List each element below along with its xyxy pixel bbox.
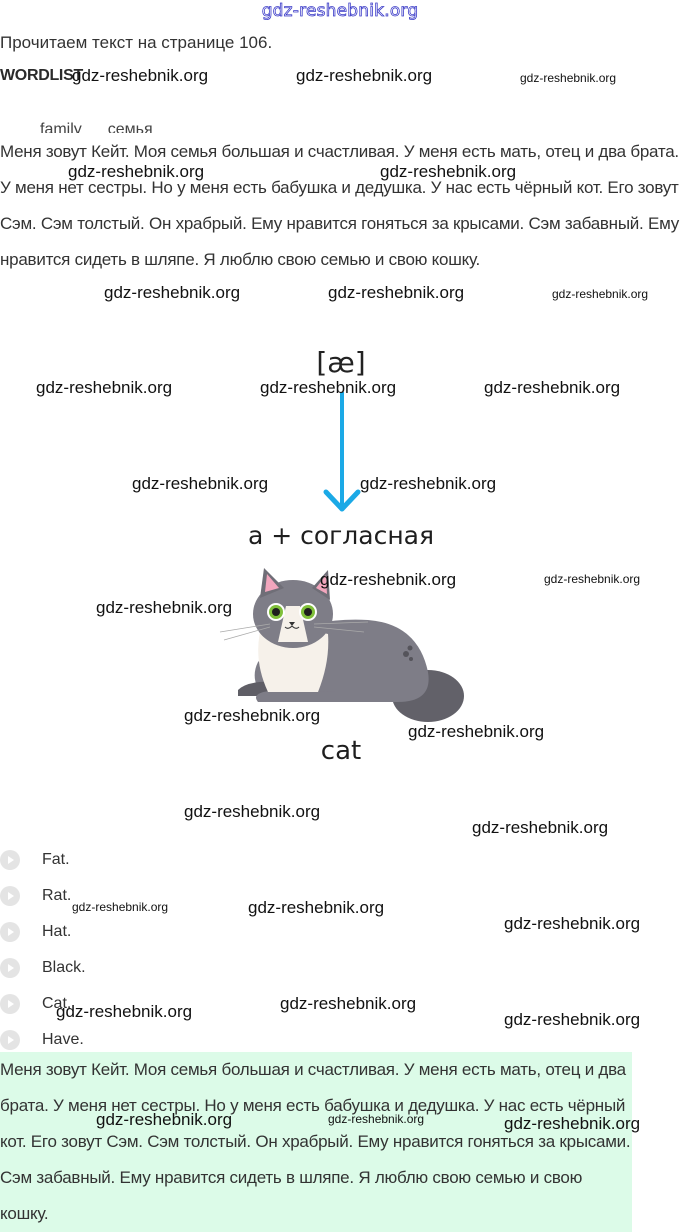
play-audio-icon[interactable]	[0, 1030, 20, 1050]
watermark: gdz-reshebnik.org	[260, 378, 397, 397]
cat-illustration	[219, 568, 464, 722]
word-item: Hat.	[0, 914, 86, 950]
watermark: gdz-reshebnik.org	[248, 898, 385, 917]
intro-text: Прочитаем текст на странице 106.	[0, 33, 273, 52]
watermark: gdz-reshebnik.org	[184, 706, 321, 725]
watermark: gdz-reshebnik.org	[504, 1010, 641, 1029]
word-item: Have.	[0, 1022, 86, 1058]
play-audio-icon[interactable]	[0, 922, 20, 942]
phoneme-label: [æ]	[316, 346, 366, 379]
watermark: gdz-reshebnik.org	[68, 162, 205, 181]
watermark: gdz-reshebnik.org	[96, 598, 233, 617]
word-label: Fat.	[42, 851, 70, 868]
watermark: gdz-reshebnik.org	[380, 162, 517, 181]
watermark: gdz-reshebnik.org	[484, 378, 621, 397]
watermark: gdz-reshebnik.org	[552, 287, 649, 301]
phonics-rule: a + согласная	[247, 521, 435, 550]
watermark: gdz-reshebnik.org	[72, 900, 169, 914]
watermark: gdz-reshebnik.org	[504, 914, 641, 933]
answer-box	[0, 1052, 632, 1232]
play-audio-icon[interactable]	[0, 886, 20, 906]
example-word: cat	[320, 736, 362, 766]
play-audio-icon[interactable]	[0, 958, 20, 978]
wordlist-term: family	[40, 121, 82, 133]
watermark: gdz-reshebnik.org	[56, 1002, 193, 1021]
watermark: gdz-reshebnik.org	[472, 818, 609, 837]
wordlist-heading: WORDLIST	[0, 67, 83, 84]
word-list: Fat. Rat. Hat. Black. Cat. Have.	[0, 842, 86, 1058]
word-label: Have.	[42, 1031, 84, 1048]
play-audio-icon[interactable]	[0, 994, 20, 1014]
watermark: gdz-reshebnik.org	[504, 1114, 641, 1133]
watermark: gdz-reshebnik.org	[184, 802, 321, 821]
watermark: gdz-reshebnik.org	[544, 572, 641, 586]
story-text: Меня зовут Кейт. Моя семья большая и сча…	[0, 142, 679, 269]
watermark: gdz-reshebnik.org	[132, 474, 269, 493]
wordlist-translation: семья	[107, 121, 153, 133]
word-label: Rat.	[42, 887, 72, 904]
watermark: gdz-reshebnik.org	[320, 570, 457, 589]
play-audio-icon[interactable]	[0, 850, 20, 870]
down-arrow-icon	[323, 392, 361, 512]
word-item: Fat.	[0, 842, 86, 878]
word-item: Black.	[0, 950, 86, 986]
site-watermark-header: gdz-reshebnik.org	[261, 1, 419, 22]
watermark: gdz-reshebnik.org	[72, 66, 209, 85]
watermark: gdz-reshebnik.org	[408, 722, 545, 741]
watermark: gdz-reshebnik.org	[520, 71, 617, 85]
word-item: Rat.	[0, 878, 86, 914]
watermark: gdz-reshebnik.org	[296, 66, 433, 85]
watermark: gdz-reshebnik.org	[328, 283, 465, 302]
watermark: gdz-reshebnik.org	[328, 1112, 425, 1126]
word-item: Cat.	[0, 986, 86, 1022]
word-label: Cat.	[42, 995, 72, 1012]
wordlist-row-clipped: family семья	[40, 121, 179, 133]
word-label: Black.	[42, 959, 86, 976]
answer-text: Меня зовут Кейт. Моя семья большая и сча…	[0, 1060, 631, 1223]
word-label: Hat.	[42, 923, 72, 940]
watermark: gdz-reshebnik.org	[36, 378, 173, 397]
watermark: gdz-reshebnik.org	[280, 994, 417, 1013]
watermark: gdz-reshebnik.org	[104, 283, 241, 302]
watermark: gdz-reshebnik.org	[96, 1110, 233, 1129]
watermark: gdz-reshebnik.org	[360, 474, 497, 493]
